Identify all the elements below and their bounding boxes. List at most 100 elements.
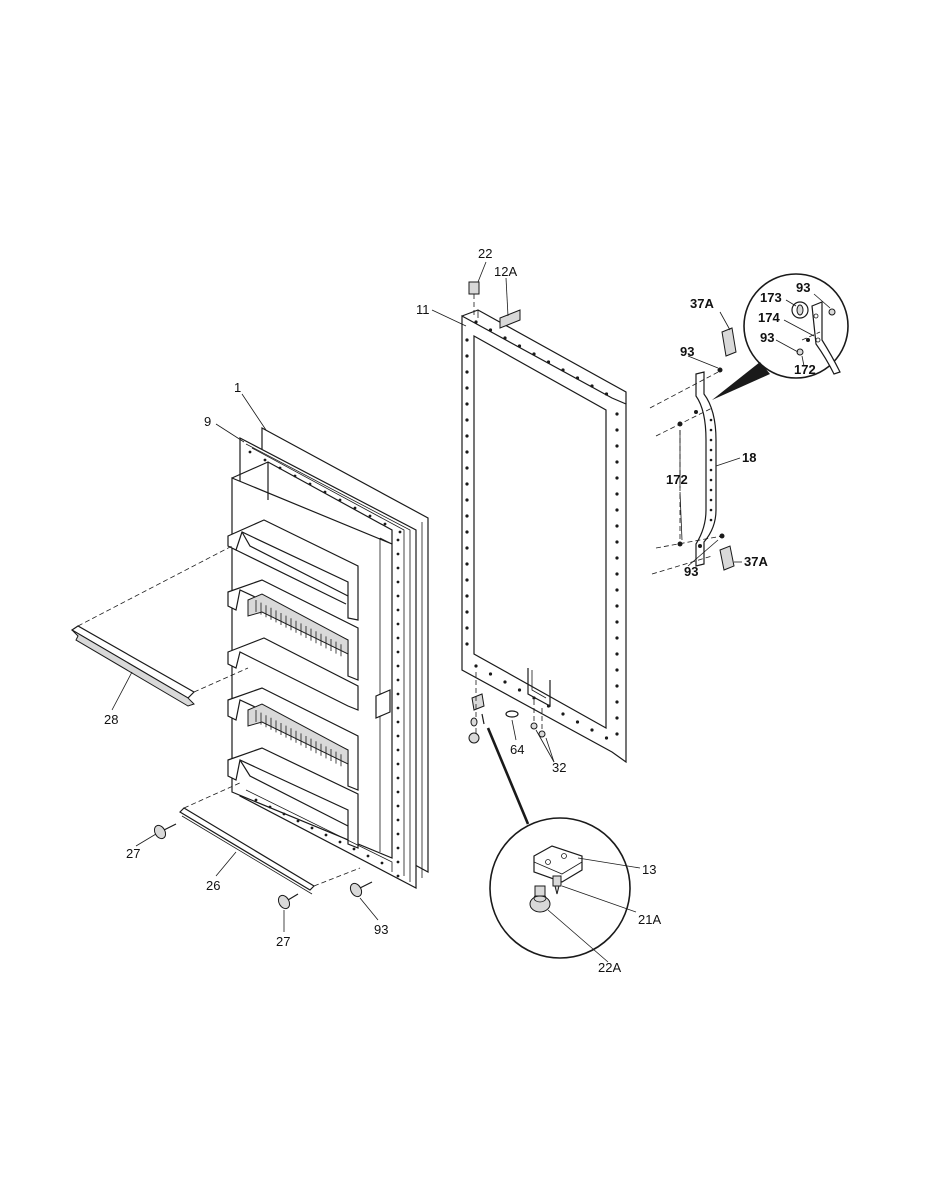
screw-hole — [615, 604, 619, 608]
screw-hole — [488, 328, 493, 332]
screw-hole — [396, 860, 400, 864]
screw-hole — [604, 736, 609, 740]
callout-11: 11 — [416, 302, 430, 317]
screw-hole — [396, 650, 400, 654]
screw-hole — [338, 840, 342, 844]
callout-64: 64 — [510, 742, 524, 757]
screw-hole — [396, 692, 400, 696]
screw-hole — [396, 846, 400, 850]
screw-hole — [465, 578, 469, 582]
callout-173: 173 — [760, 290, 782, 305]
screw-hole — [465, 498, 469, 502]
screw-hole — [465, 594, 469, 598]
screw-hole — [465, 370, 469, 374]
screw-hole — [396, 720, 400, 724]
callout-labels: 1 9 28 26 27 27 93 11 22 12A 64 32 13 21… — [104, 246, 816, 975]
screw-hole — [615, 412, 619, 416]
screw-hole — [396, 776, 400, 780]
screw-hole — [465, 562, 469, 566]
door-bin-2 — [227, 579, 359, 681]
screw-hole — [396, 734, 400, 738]
callout-22a: 22A — [598, 960, 621, 975]
callout-28: 28 — [104, 712, 118, 727]
screw-hole — [615, 444, 619, 448]
screw-hole — [615, 556, 619, 560]
screw-hole — [396, 538, 400, 542]
screw-hole — [474, 320, 478, 324]
screw-hole — [615, 716, 619, 720]
screw-hole — [465, 338, 469, 342]
screw-hole — [465, 354, 469, 358]
bottom-hinge-parts — [468, 672, 546, 825]
screw-hole — [465, 642, 469, 646]
callout-37a-bottom: 37A — [744, 554, 768, 569]
screw-hole — [383, 522, 387, 526]
screw-hole — [615, 620, 619, 624]
screw-hole — [465, 546, 469, 550]
screw-hole — [396, 762, 400, 766]
callout-27-left: 27 — [126, 846, 140, 861]
door-bin-4 — [227, 687, 359, 791]
callout-172-detail: 172 — [794, 362, 816, 377]
door-bin-1 — [227, 519, 359, 621]
callout-13: 13 — [642, 862, 656, 877]
screw-hole — [380, 861, 384, 865]
callout-27-bottom: 27 — [276, 934, 290, 949]
screw-hole — [396, 594, 400, 598]
screw-hole — [532, 696, 536, 700]
screw-hole — [709, 448, 713, 452]
callout-18: 18 — [742, 450, 756, 465]
screw-hole — [517, 344, 522, 348]
callout-26: 26 — [206, 878, 220, 893]
callout-93-detail-mid: 93 — [760, 330, 774, 345]
screw-hole — [615, 540, 619, 544]
screw-hole — [396, 832, 400, 836]
screw-hole — [615, 508, 619, 512]
screw-hole — [615, 588, 619, 592]
screw-hole — [396, 706, 400, 710]
callout-32: 32 — [552, 760, 566, 775]
screw-hole — [396, 818, 400, 822]
screw-hole — [396, 622, 400, 626]
screw-hole — [590, 728, 594, 732]
screw-27-bottom — [277, 893, 299, 910]
screw-hole — [310, 826, 314, 830]
screw-hole — [324, 833, 328, 837]
screw-hole — [615, 524, 619, 528]
screw-hole — [396, 748, 400, 752]
screw-hole — [517, 688, 522, 692]
screw-hole — [396, 580, 400, 584]
leader-lines — [111, 261, 831, 963]
screw-hole — [465, 450, 469, 454]
screw-hole — [352, 847, 356, 851]
callout-93-handle-bottom: 93 — [684, 564, 698, 579]
screw-hole — [615, 684, 619, 688]
screw-hole — [615, 700, 619, 704]
screw-hole — [615, 732, 619, 736]
screw-hole — [709, 438, 713, 442]
screw-hole — [465, 610, 469, 614]
screw-hole — [396, 608, 400, 612]
screw-hole — [465, 386, 469, 390]
door-bin-5 — [227, 747, 359, 849]
screw-hole — [532, 352, 536, 356]
screw-hole — [396, 636, 400, 640]
shelf-rail-26 — [179, 781, 361, 895]
screw-hole — [368, 514, 372, 518]
screw-hole — [465, 514, 469, 518]
screw-hole — [709, 478, 713, 482]
screw-hole — [396, 552, 400, 556]
screw-hole — [615, 636, 619, 640]
screw-hole — [268, 805, 272, 809]
callout-1: 1 — [234, 380, 241, 395]
door-bin-3 — [227, 637, 359, 711]
screw-93-door — [349, 881, 373, 898]
screw-hole — [366, 854, 370, 858]
screw-hole — [615, 428, 619, 432]
callout-37a-top: 37A — [690, 296, 714, 311]
screw-hole — [263, 458, 267, 462]
screw-hole — [248, 450, 252, 454]
callout-174: 174 — [758, 310, 780, 325]
screw-hole — [575, 720, 580, 724]
